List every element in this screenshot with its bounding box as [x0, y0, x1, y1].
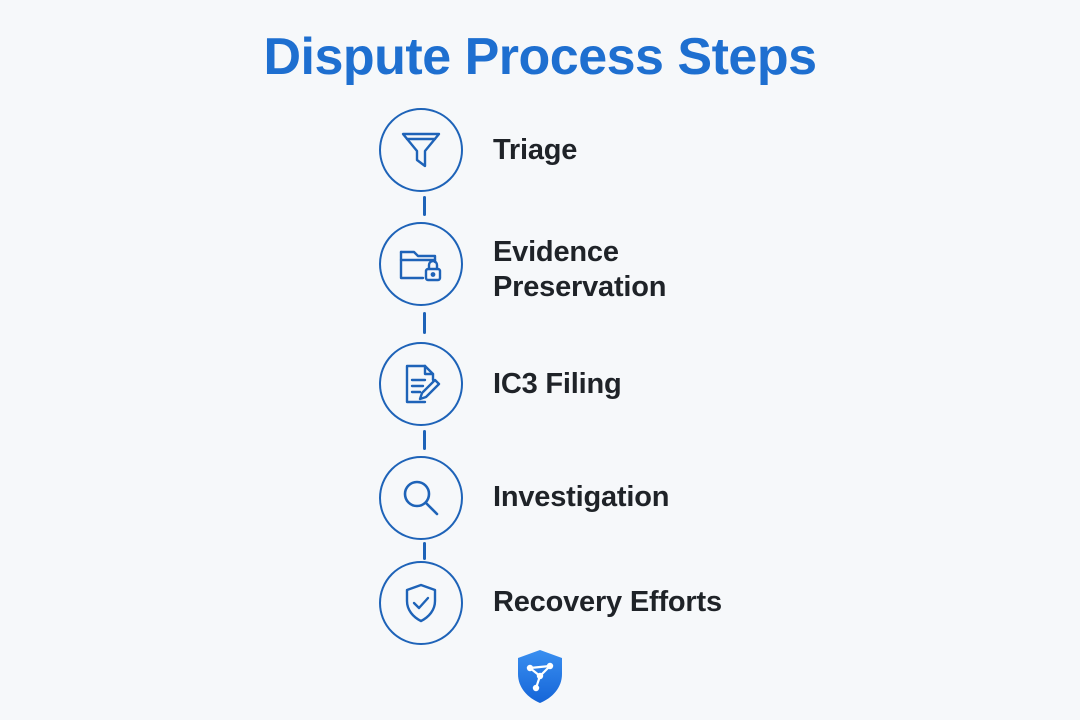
shield-network-logo	[518, 650, 562, 703]
document-edit-icon	[405, 364, 441, 404]
step-3-label: IC3 Filing	[493, 368, 622, 400]
connector-line	[423, 196, 426, 216]
step-3-icon-circle	[379, 342, 463, 426]
connector-line	[423, 312, 426, 334]
step-5-label: Recovery Efforts	[493, 586, 722, 618]
step-5-icon-circle	[379, 561, 463, 645]
step-1-icon-circle	[379, 108, 463, 192]
page-title: Dispute Process Steps	[263, 28, 817, 86]
step-4-icon-circle	[379, 456, 463, 540]
connector-line	[423, 542, 426, 560]
connector-line	[423, 430, 426, 450]
locked-folder-icon	[399, 250, 442, 282]
step-2-icon-circle	[379, 222, 463, 306]
step-1-label: Triage	[493, 134, 578, 166]
funnel-icon	[401, 132, 441, 168]
shield-check-icon	[405, 583, 437, 623]
step-2-label: Evidence Preservation	[493, 236, 667, 303]
magnifier-icon	[403, 480, 439, 516]
step-4-label: Investigation	[493, 481, 670, 513]
